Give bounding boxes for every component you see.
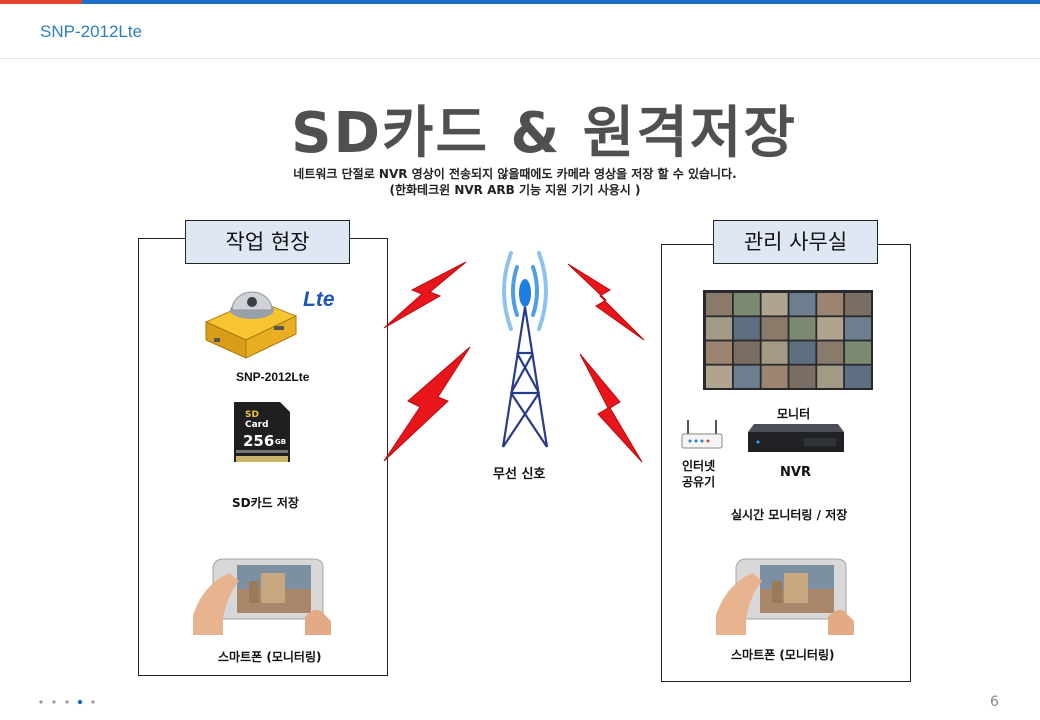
lightning-icon-bottom-left (383, 346, 471, 462)
lte-logo: Lte (303, 288, 335, 311)
pagination-dot (91, 700, 95, 704)
monitor-tile (761, 365, 788, 388)
smartphone-icon-office (716, 558, 854, 635)
monitor-tile (706, 317, 732, 340)
monitor-tile (845, 341, 871, 364)
monitor-tile (789, 317, 816, 340)
lightning-icon-top-left (383, 261, 467, 329)
monitor-tile (817, 365, 844, 388)
pagination-dot (77, 699, 83, 705)
sd-card-icon (234, 402, 290, 462)
site-panel-label: 작업 현장 (185, 220, 350, 264)
monitor-tile (733, 341, 760, 364)
monitor-tile (706, 293, 732, 316)
lightning-icon-bottom-right (579, 353, 643, 463)
monitor-tile (706, 365, 732, 388)
monitor-tile (761, 341, 788, 364)
realtime-caption: 실시간 모니터링 / 저장 (731, 508, 848, 522)
monitor-tile (733, 293, 760, 316)
nvr-icon (748, 424, 844, 452)
nvr-caption: NVR (780, 465, 811, 480)
lightning-icon-top-right (567, 263, 645, 341)
monitor-tile (733, 365, 760, 388)
sd-card-unit: GB (275, 438, 287, 446)
monitor-tile (845, 293, 871, 316)
subtitle-line-2: (한화테크윈 NVR ARB 기능 지원 기기 사용시 ) (389, 183, 641, 197)
monitor-tile (817, 341, 844, 364)
page-title: SD카드 & 원격저장 (291, 101, 797, 166)
subtitle-line-1: 네트워크 단절로 NVR 영상이 전송되지 않을때에도 카메라 영상을 저장 할… (293, 167, 737, 181)
sd-card-text-card: Card (245, 420, 269, 430)
router-caption-line-2: 공유기 (682, 475, 716, 489)
sd-card-capacity: 256 (243, 432, 275, 450)
monitor-tile (761, 293, 788, 316)
sd-caption: SD카드 저장 (232, 496, 299, 510)
site-phone-caption: 스마트폰 (모니터링) (218, 650, 322, 664)
dome-camera-icon (204, 291, 298, 359)
monitor-tile (733, 317, 760, 340)
monitor-caption: 모니터 (777, 407, 811, 421)
camera-caption: SNP-2012Lte (236, 370, 310, 384)
pagination-dots (39, 699, 95, 705)
page-number: 6 (990, 694, 999, 710)
pagination-dot (52, 700, 56, 704)
pagination-dot (39, 700, 43, 704)
header-title: SNP-2012Lte (40, 22, 143, 41)
header-divider (0, 58, 1040, 59)
monitor-tile (817, 293, 844, 316)
monitor-tile (706, 341, 732, 364)
monitor-tile (845, 365, 871, 388)
monitor-tile (761, 317, 788, 340)
top-accent-bar (0, 0, 1040, 4)
monitor-tile (817, 317, 844, 340)
top-accent-red (0, 0, 82, 4)
monitor-wall-icon (703, 290, 873, 390)
office-panel-label: 관리 사무실 (713, 220, 878, 264)
sd-card-text-sd: SD (245, 410, 259, 420)
pagination-dot (65, 700, 69, 704)
office-phone-caption: 스마트폰 (모니터링) (731, 648, 835, 662)
antenna-tower-icon (501, 251, 549, 448)
tower-caption: 무선 신호 (493, 467, 546, 482)
monitor-tile (789, 293, 816, 316)
monitor-tile (789, 365, 816, 388)
monitor-tile (789, 341, 816, 364)
router-caption-line-1: 인터넷 (682, 459, 716, 473)
router-icon (681, 420, 723, 449)
monitor-tile (845, 317, 871, 340)
smartphone-icon (193, 558, 331, 635)
